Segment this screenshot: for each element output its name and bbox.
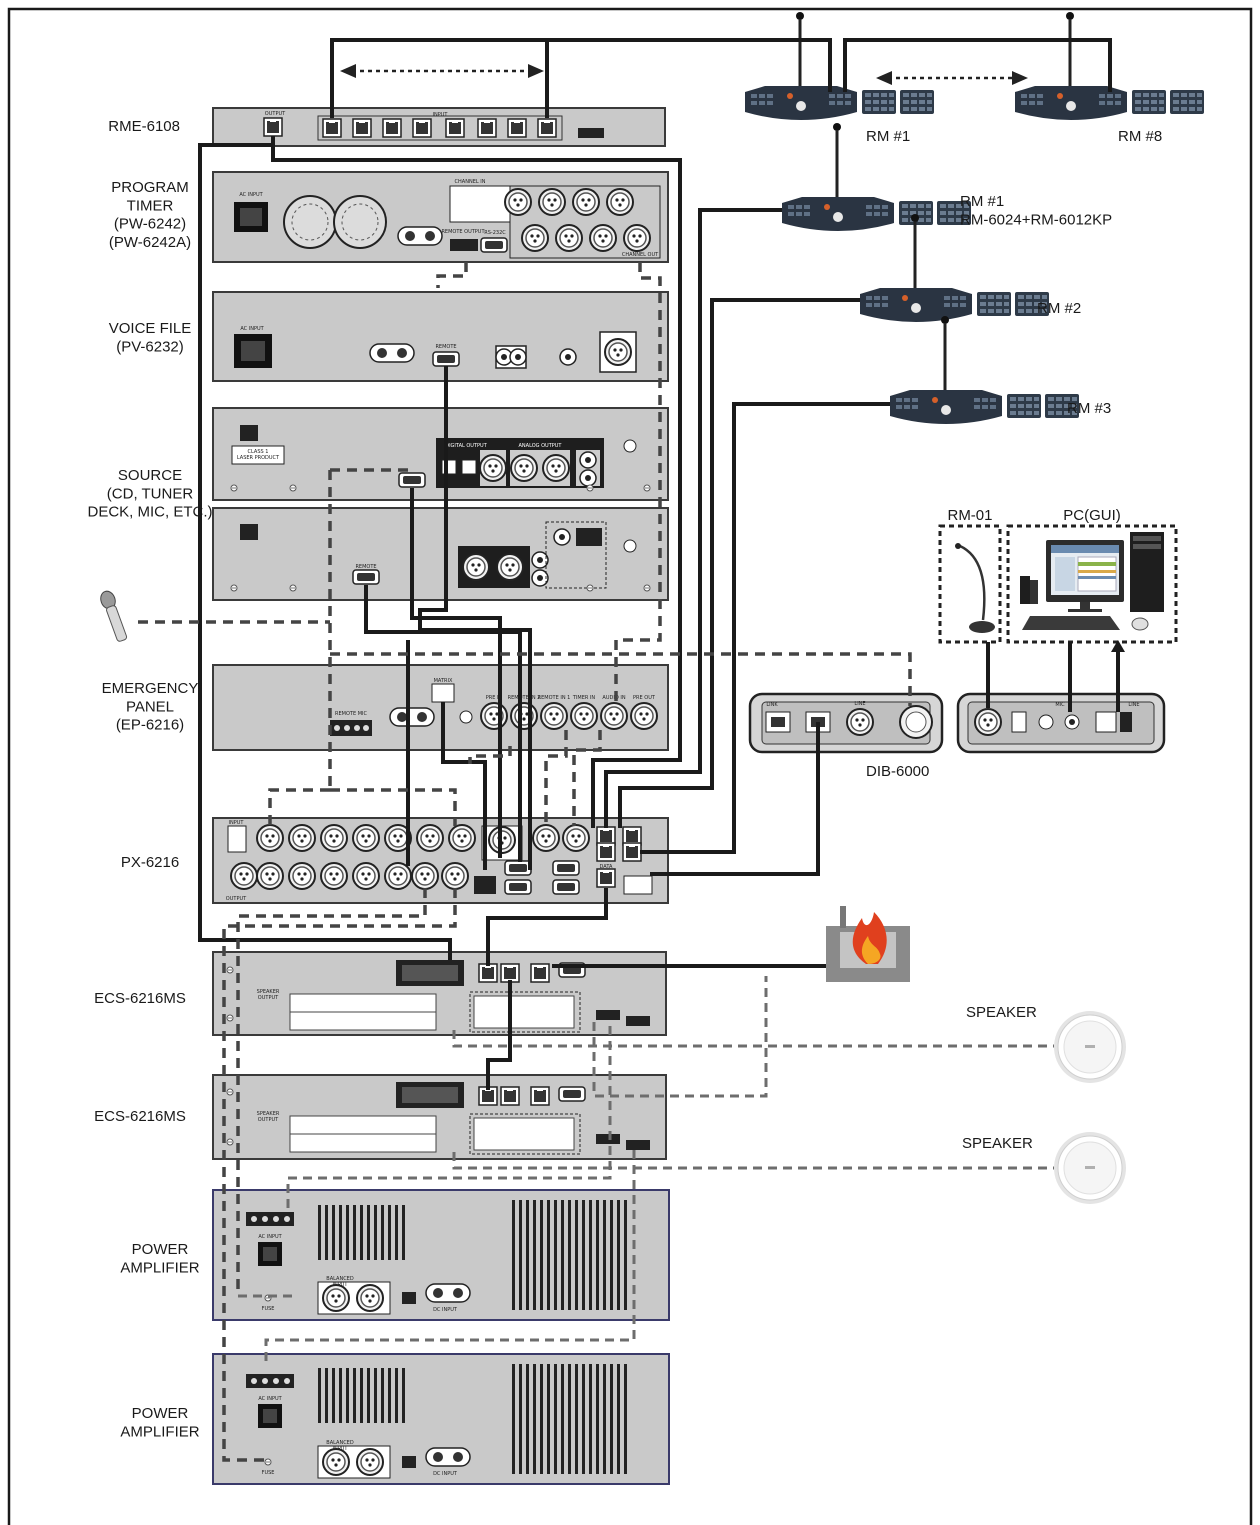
pc-computer-icon xyxy=(1020,532,1164,631)
device-label-voice-file: VOICE FILE(PV-6232) xyxy=(109,320,192,355)
amp1-fuse-label: FUSE xyxy=(262,1306,275,1312)
voice-ac-input-label: AC INPUT xyxy=(240,326,264,332)
dashed-cables xyxy=(138,262,912,1462)
ceiling-speaker-icon-1 xyxy=(1053,1010,1127,1084)
source-analog-output-label: ANALOG OUTPUT xyxy=(519,443,563,449)
fire-alarm-icon xyxy=(826,906,910,982)
label-dib-6000: DIB-6000 xyxy=(866,763,929,780)
solid-cables xyxy=(198,38,1125,1090)
timer-rs232c-label: RS-232C xyxy=(484,230,506,236)
rme-output-label: OUTPUT xyxy=(265,111,286,117)
rm01-mic-label: MIC xyxy=(1055,702,1065,708)
remote-mic-top-left xyxy=(745,12,934,120)
timer-ac-input-label: AC INPUT xyxy=(239,192,263,198)
label-rm3: RM #3 xyxy=(1067,400,1111,417)
dib-6000-unit: LINK LINE xyxy=(748,692,944,754)
device-label-px-6216: PX-6216 xyxy=(121,854,179,871)
voice-file-unit: REMOTE AC INPUT xyxy=(212,291,669,382)
device-label-ecs-6216ms-1: ECS-6216MS xyxy=(94,990,186,1007)
device-label-ecs-6216ms-2: ECS-6216MS xyxy=(94,1108,186,1125)
ep-remote-mic-label: REMOTE MIC xyxy=(335,711,367,717)
ep-audio-in-label: AUDIO IN xyxy=(602,695,625,701)
label-rm1-top: RM #1 xyxy=(866,128,910,145)
pc-dotted-box xyxy=(1006,524,1178,644)
rme-input-label: INPUT xyxy=(433,112,449,118)
dotted-double-arrow-mics xyxy=(876,71,1028,85)
amp2-dc-input-label: DC INPUT xyxy=(433,1471,458,1477)
px-6216-unit: DATA INPUT OUTPUT xyxy=(212,817,669,904)
program-timer-unit: CHANNEL IN CHANNEL OUT REMOTE OUTPUT RS-… xyxy=(212,171,669,263)
timer-remote-output-label: REMOTE OUTPUT xyxy=(441,229,485,235)
emergency-panel-unit: REMOTE MIC MATRIX PRE IN REMOTE IN 2 REM… xyxy=(212,664,669,751)
dib-line-label: LINE xyxy=(854,701,865,707)
handheld-microphone-icon xyxy=(100,590,128,642)
dotted-double-arrow-top xyxy=(340,64,544,78)
rme-6108-unit: OUTPUT INPUT xyxy=(212,107,666,147)
source-tuner-unit: REMOTE xyxy=(212,507,669,601)
label-rm-01: RM-01 xyxy=(947,507,992,524)
tuner-remote-label: REMOTE xyxy=(355,564,376,570)
diagram-frame xyxy=(7,7,1253,1525)
device-label-rme-6108: RME-6108 xyxy=(108,118,180,135)
label-pc-gui: PC(GUI) xyxy=(1063,507,1121,524)
timer-channel-out-label: CHANNEL OUT xyxy=(622,252,659,258)
voice-remote-label: REMOTE xyxy=(435,344,456,350)
rm-01-mic-icon xyxy=(955,543,995,633)
label-speaker-1: SPEAKER xyxy=(966,1004,1037,1021)
remote-mic-rm2 xyxy=(860,214,1049,322)
amp2-fuse-label: FUSE xyxy=(262,1470,275,1476)
ep-pre-out-label: PRE OUT xyxy=(633,695,656,701)
ep-remote-in2-label: REMOTE IN 2 xyxy=(508,695,541,701)
label-speaker-2: SPEAKER xyxy=(962,1135,1033,1152)
timer-channel-in-label: CHANNEL IN xyxy=(455,179,486,185)
amp2-ac-input-label: AC INPUT xyxy=(258,1396,282,1402)
rm01-line-label: LINE xyxy=(1128,702,1139,708)
ceiling-speaker-icon-2 xyxy=(1053,1131,1127,1205)
dib-link-label: LINK xyxy=(766,702,778,708)
px-data-label: DATA xyxy=(600,864,613,870)
remote-mic-rm3 xyxy=(890,316,1079,424)
ep-matrix-label: MATRIX xyxy=(434,678,453,684)
px-input-label: INPUT xyxy=(229,820,245,826)
ep-remote-in1-label: REMOTE IN 1 xyxy=(538,695,571,701)
source-digital-output-label: DIGITAL OUTPUT xyxy=(445,443,487,449)
ep-pre-in-label: PRE IN xyxy=(486,695,503,701)
px-output-label: OUTPUT xyxy=(226,896,247,902)
ep-timer-in-label: TIMER IN xyxy=(572,695,596,701)
label-rm2: RM #2 xyxy=(1037,300,1081,317)
amp1-ac-input-label: AC INPUT xyxy=(258,1234,282,1240)
rm-01-dotted-box xyxy=(938,524,1002,644)
rm-01-interface-unit: MIC LINE xyxy=(956,692,1166,754)
amp1-dc-input-label: DC INPUT xyxy=(433,1307,458,1313)
label-rm8-top: RM #8 xyxy=(1118,128,1162,145)
dashed-speaker-cables xyxy=(238,976,1054,1362)
